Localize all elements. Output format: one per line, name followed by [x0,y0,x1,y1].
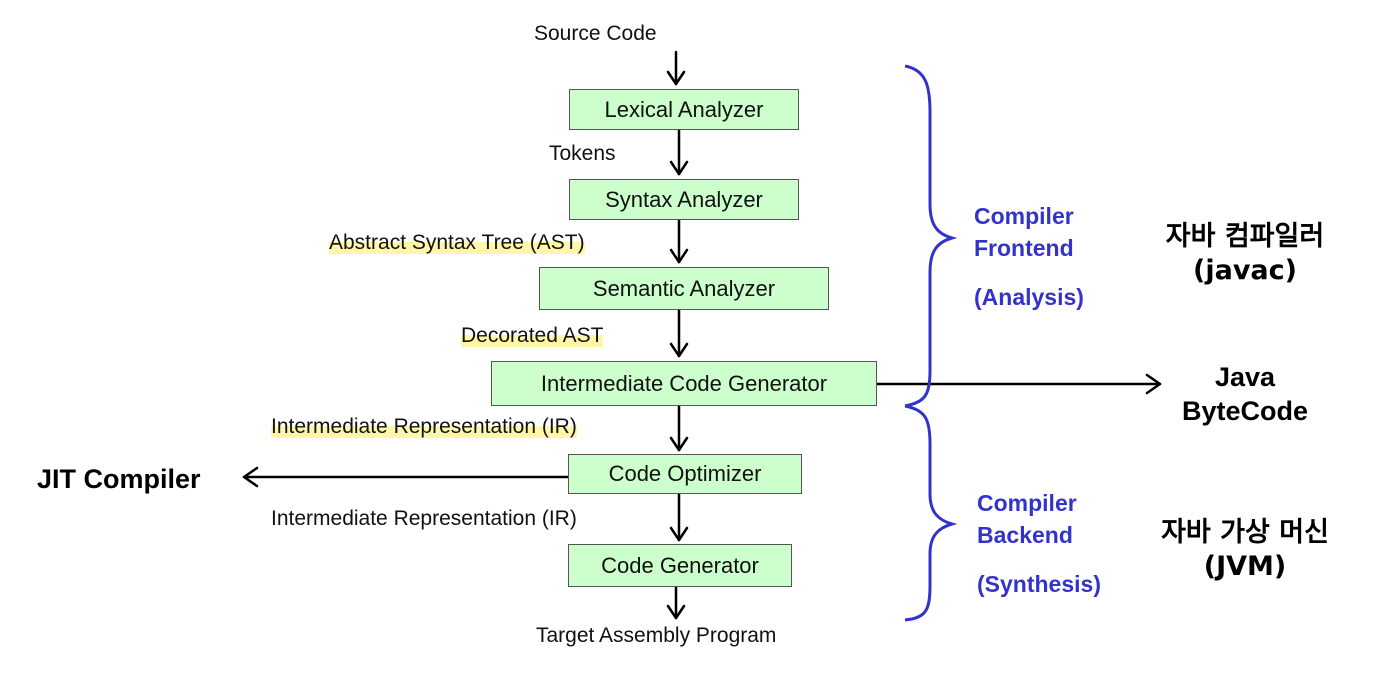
arrow-optimizer-to-codegen [669,492,689,542]
target-program-label: Target Assembly Program [536,624,777,647]
code-generator-box: Code Generator [568,544,792,587]
flow-arrows [666,50,689,620]
decorated-ast-label: Decorated AST [461,324,604,348]
ir-label-2: Intermediate Representation (IR) [271,507,577,530]
frontend-line-1: Compiler [974,203,1074,229]
javac-line-1: 자바 컴파일러 [1165,221,1325,252]
backend-line-3: (Synthesis) [977,571,1101,597]
backend-label: Compiler Backend (Synthesis) [977,487,1101,600]
bytecode-line-1: Java [1214,362,1276,392]
jvm-line-1: 자바 가상 머신 [1161,517,1329,548]
frontend-label: Compiler Frontend (Analysis) [974,200,1084,313]
intermediate-code-generator-box: Intermediate Code Generator [491,361,877,406]
bytecode-label: Java ByteCode [1160,360,1330,428]
frontend-brace [904,64,958,408]
arrow-codegen-to-output [666,585,686,620]
backend-line-2: Backend [977,522,1073,548]
arrow-lexical-to-syntax [669,128,689,176]
frontend-line-2: Frontend [974,235,1074,261]
backend-line-1: Compiler [977,490,1077,516]
arrow-syntax-to-semantic [669,218,689,264]
arrow-to-jit [242,466,570,488]
jit-compiler-label: JIT Compiler [37,464,201,494]
lexical-analyzer-box: Lexical Analyzer [569,89,799,130]
bytecode-line-2: ByteCode [1181,396,1309,426]
arrow-source-to-lexical [666,50,686,86]
source-code-label: Source Code [534,22,657,45]
jvm-label: 자바 가상 머신 (JVM) [1140,516,1350,584]
arrow-icg-to-optimizer [669,404,689,452]
javac-line-2: (javac) [1193,255,1297,286]
code-optimizer-box: Code Optimizer [568,454,802,494]
javac-label: 자바 컴파일러 (javac) [1140,220,1350,288]
arrow-to-bytecode [875,373,1162,395]
frontend-line-3: (Analysis) [974,284,1084,310]
tokens-label: Tokens [549,142,616,165]
jvm-line-2: (JVM) [1203,551,1287,582]
semantic-analyzer-box: Semantic Analyzer [539,267,829,310]
backend-brace [904,404,958,622]
syntax-analyzer-box: Syntax Analyzer [569,179,799,220]
ast-label: Abstract Syntax Tree (AST) [329,231,585,255]
arrow-semantic-to-icg [669,308,689,358]
ir-label-1: Intermediate Representation (IR) [271,415,577,439]
